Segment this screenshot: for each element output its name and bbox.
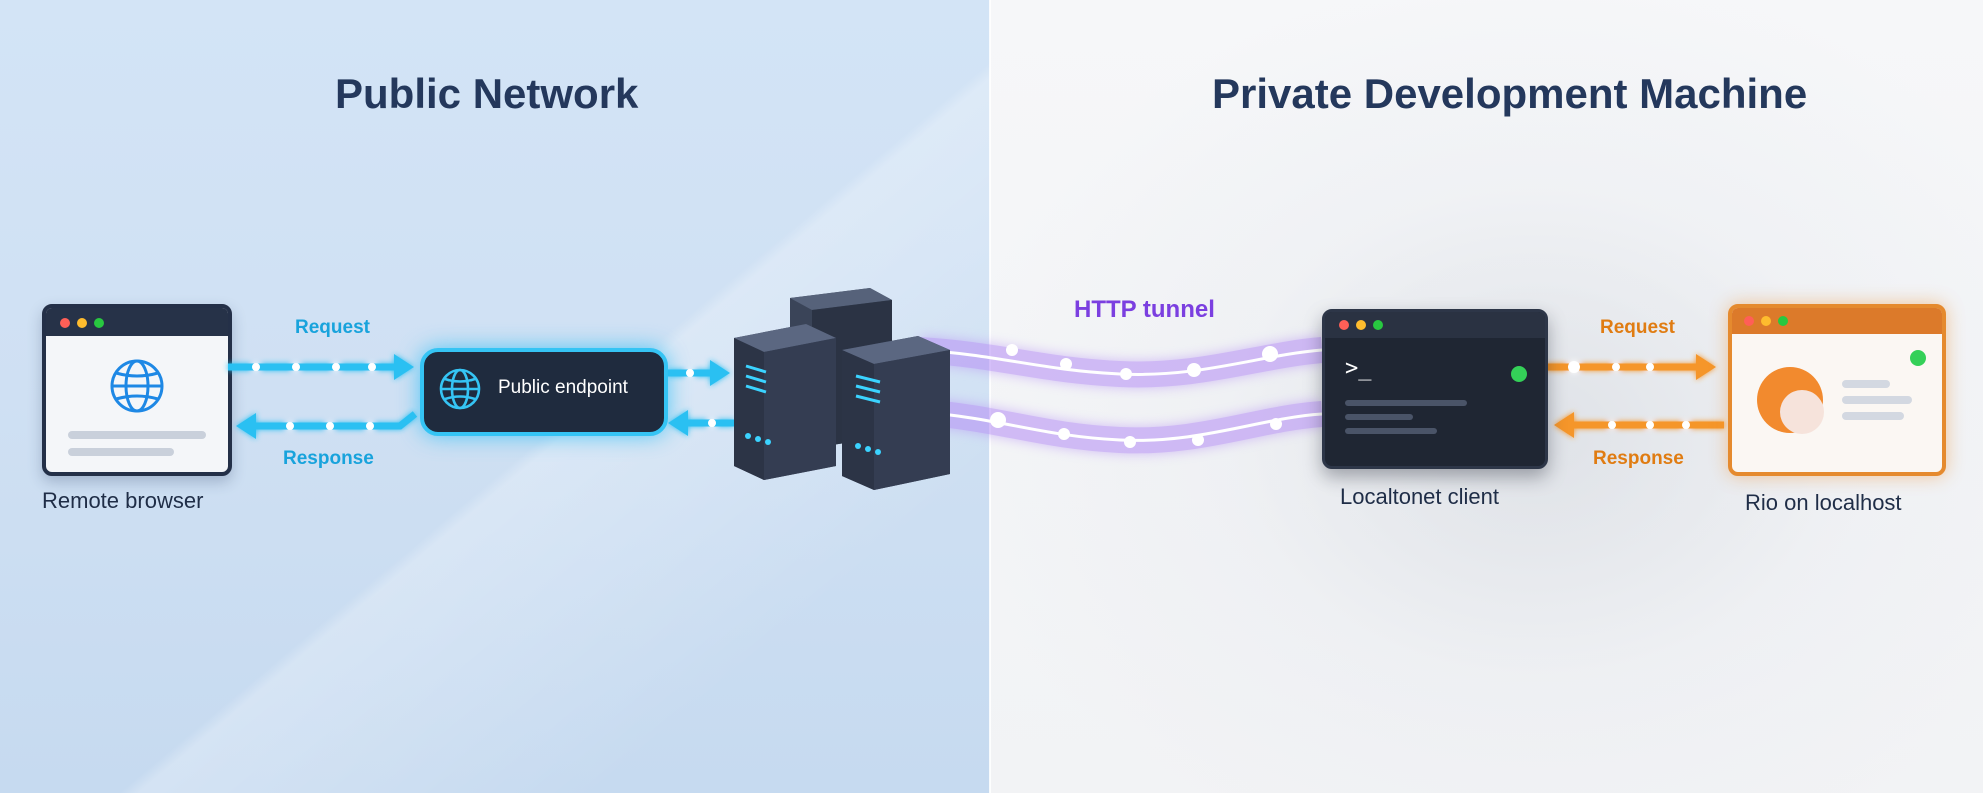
maximize-dot-icon bbox=[1373, 320, 1383, 330]
server-right bbox=[842, 336, 950, 490]
text-line bbox=[68, 431, 206, 439]
left-request-label: Request bbox=[295, 317, 370, 338]
status-dot-icon bbox=[1511, 366, 1527, 382]
public-network-title: Public Network bbox=[335, 70, 639, 117]
left-response-arrow bbox=[236, 411, 418, 439]
server-left bbox=[734, 324, 836, 480]
browser-content bbox=[68, 359, 206, 456]
http-tunnel-label: HTTP tunnel bbox=[1074, 296, 1215, 323]
globe-icon bbox=[110, 359, 164, 413]
text-line bbox=[1345, 414, 1413, 420]
right-response-label: Response bbox=[1593, 448, 1684, 469]
window-titlebar bbox=[1732, 308, 1942, 334]
http-tunnel bbox=[919, 337, 1324, 454]
close-dot-icon bbox=[1339, 320, 1349, 330]
right-request-label: Request bbox=[1600, 317, 1675, 338]
terminal-prompt: >_ bbox=[1345, 356, 1372, 381]
maximize-dot-icon bbox=[94, 318, 104, 328]
minimize-dot-icon bbox=[77, 318, 87, 328]
right-response-arrow bbox=[1554, 412, 1724, 438]
close-dot-icon bbox=[1744, 316, 1754, 326]
public-endpoint-node bbox=[420, 348, 668, 436]
localtonet-terminal-window: >_ bbox=[1322, 309, 1548, 469]
rio-app-window bbox=[1728, 304, 1946, 476]
text-line bbox=[1842, 412, 1904, 420]
close-dot-icon bbox=[60, 318, 70, 328]
window-titlebar bbox=[1325, 312, 1545, 338]
text-line bbox=[1345, 400, 1467, 406]
minimize-dot-icon bbox=[1761, 316, 1771, 326]
window-titlebar bbox=[46, 308, 228, 336]
minimize-dot-icon bbox=[1356, 320, 1366, 330]
text-line bbox=[1345, 428, 1437, 434]
maximize-dot-icon bbox=[1778, 316, 1788, 326]
rio-localhost-label: Rio on localhost bbox=[1745, 490, 1902, 515]
left-response-label: Response bbox=[283, 448, 374, 469]
localtonet-client-label: Localtonet client bbox=[1340, 484, 1499, 509]
endpoint-to-server-arrow bbox=[668, 360, 730, 386]
remote-browser-label: Remote browser bbox=[42, 488, 204, 513]
private-machine-title: Private Development Machine bbox=[1212, 70, 1808, 117]
text-line bbox=[68, 448, 174, 456]
server-cluster-icon bbox=[734, 288, 950, 490]
server-to-endpoint-arrow bbox=[668, 410, 734, 436]
text-line bbox=[1842, 380, 1890, 388]
rio-logo-icon bbox=[1757, 367, 1824, 434]
zone-divider bbox=[989, 0, 991, 793]
public-endpoint-label: Public endpoint bbox=[498, 377, 628, 398]
text-line bbox=[1842, 396, 1912, 404]
left-request-arrow bbox=[228, 354, 414, 380]
status-dot-icon bbox=[1910, 350, 1926, 366]
endpoint-globe-icon bbox=[439, 368, 481, 410]
remote-browser-window bbox=[42, 304, 232, 476]
right-request-arrow bbox=[1546, 354, 1716, 380]
